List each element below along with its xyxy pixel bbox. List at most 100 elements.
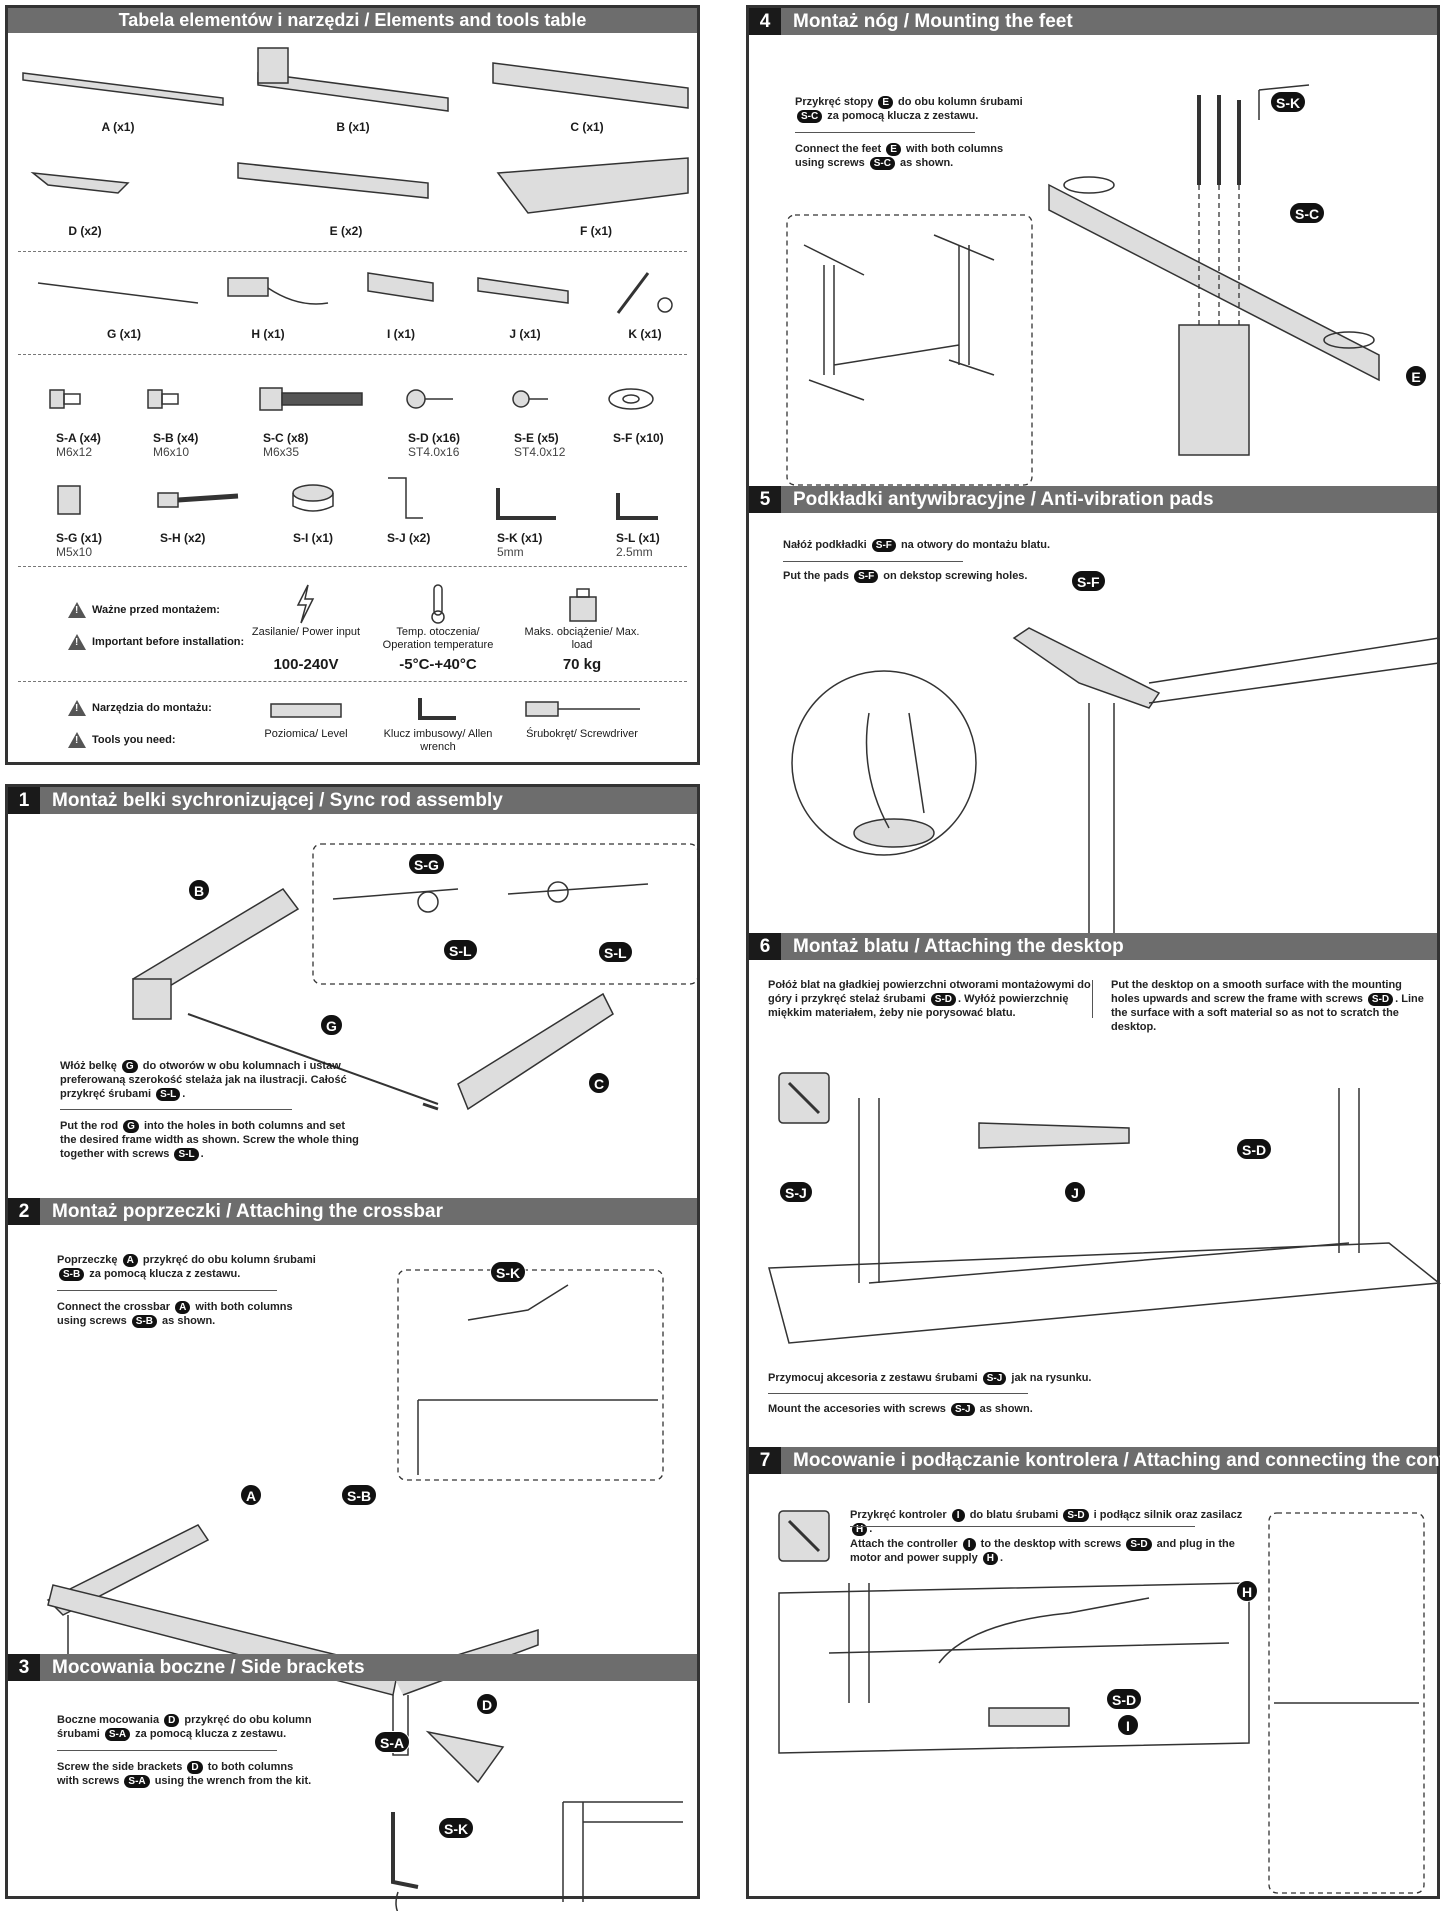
instruction-text: Attach the controller <box>850 1538 961 1550</box>
screw-s-c: S-C (x8)M6x35 <box>263 431 308 459</box>
tools-table-title: Tabela elementów i narzędzi / Elements a… <box>8 8 697 33</box>
screw-s-h: S-H (x2) <box>160 531 205 545</box>
step-title: Montaż poprzeczki / Attaching the crossb… <box>52 1201 443 1222</box>
part-i-label: I (x1) <box>386 327 415 341</box>
screw-label: S-B (x4) <box>153 431 199 445</box>
step-7-text-pl: Przykręć kontroler I do blatu śrubami S-… <box>850 1508 1250 1536</box>
part-badge: S-D <box>1126 1538 1152 1551</box>
callout-s-k: S-K <box>1270 91 1307 113</box>
screw-s-i: S-I (x1) <box>293 531 333 545</box>
screw-s-b: S-B (x4)M6x10 <box>153 431 198 459</box>
callout-b: B <box>188 879 211 901</box>
lightning-icon <box>296 584 315 624</box>
callout-s-d: S-D <box>1236 1138 1273 1160</box>
step-3-text-en: Screw the side brackets D to both column… <box>57 1760 317 1788</box>
instruction-text: as shown. <box>897 157 954 169</box>
part-badge: S-C <box>797 110 823 123</box>
step-4-text-en: Connect the feet E with both columns usi… <box>795 142 1035 170</box>
step-6-text-pl: Połóż blat na gładkiej powierzchni otwor… <box>768 978 1098 1020</box>
divider <box>795 132 975 133</box>
screw-label: S-H (x2) <box>160 531 206 545</box>
instruction-text: za pomocą klucza z zestawu. <box>824 110 979 122</box>
instruction-text: Mount the accesories with screws <box>768 1403 949 1415</box>
step-5-illustration <box>791 627 1440 933</box>
part-badge: S-A <box>104 1728 131 1741</box>
divider <box>57 1750 277 1751</box>
step-number: 4 <box>749 8 781 35</box>
tool-screwdriver-label: Śrubokręt/ Screwdriver <box>526 728 638 740</box>
part-badge: S-L <box>156 1088 181 1101</box>
instruction-text: za pomocą klucza z zestawu. <box>132 1728 287 1740</box>
tools-pl: Narzędzia do montażu: <box>68 700 212 716</box>
instruction-text: przykręć do obu kolumn śrubami <box>57 1714 312 1740</box>
screw-spec: M6x10 <box>153 445 190 459</box>
part-badge: S-B <box>59 1268 85 1281</box>
tool-level-label: Poziomica/ Level <box>264 728 348 740</box>
step-6-text-en-2: Mount the accesories with screws S-J as … <box>768 1402 1148 1416</box>
part-badge: S-J <box>982 1372 1007 1385</box>
step-6-illustration <box>768 1072 1441 1344</box>
screw-label: S-L (x1) <box>616 531 660 545</box>
step-number: 1 <box>8 787 40 814</box>
part-k-label: K (x1) <box>628 327 662 341</box>
screw-s-g: S-G (x1)M5x10 <box>56 531 102 559</box>
screw-spec: 5mm <box>497 545 524 559</box>
instruction-text: using the wrench from the kit. <box>151 1775 312 1787</box>
step-6-text-en: Put the desktop on a smooth surface with… <box>1111 978 1431 1034</box>
spec-temp-value: -5°C-+40°C <box>399 656 477 673</box>
instruction-text: Connect the crossbar <box>57 1301 174 1313</box>
spec-load-value: 70 kg <box>562 656 602 673</box>
part-badge: S-F <box>871 539 896 552</box>
instruction-text: . <box>869 1523 873 1535</box>
instruction-text: . <box>1000 1552 1004 1564</box>
instruction-text: to the desktop with screws <box>977 1538 1125 1550</box>
callout-e: E <box>1405 365 1427 387</box>
spec-power-label: Zasilanie/ Power input <box>251 626 361 638</box>
part-badge: E <box>878 96 893 109</box>
important-en: Important before installation: <box>68 634 244 650</box>
warning-icon <box>68 732 86 748</box>
step-7-text-en: Attach the controller I to the desktop w… <box>850 1537 1250 1565</box>
tools-en: Tools you need: <box>68 732 176 748</box>
screw-spec: ST4.0x16 <box>408 445 460 459</box>
divider <box>783 561 963 562</box>
tools-table-panel: Tabela elementów i narzędzi / Elements a… <box>5 5 700 765</box>
instruction-text: Nałóż podkładki <box>783 539 870 551</box>
part-c-label: C (x1) <box>570 120 604 134</box>
divider <box>60 1109 292 1110</box>
screw-label: S-C (x8) <box>263 431 309 445</box>
instruction-text: . Line the surface with a soft material … <box>1111 993 1424 1033</box>
part-badge: A <box>175 1301 191 1314</box>
part-a-label: A (x1) <box>101 120 135 134</box>
part-badge: E <box>886 143 901 156</box>
part-g-label: G (x1) <box>106 327 141 341</box>
callout-s-k: S-K <box>490 1261 527 1283</box>
screw-s-d: S-D (x16)ST4.0x16 <box>408 431 460 459</box>
parts-illustrations <box>22 47 689 314</box>
part-j-label: J (x1) <box>509 327 541 341</box>
divider <box>768 1393 1028 1394</box>
part-badge: S-B <box>131 1315 157 1328</box>
callout-s-k: S-K <box>438 1817 475 1839</box>
screw-label: S-A (x4) <box>56 431 101 445</box>
step-number: 6 <box>749 933 781 960</box>
divider <box>57 1290 277 1291</box>
step-number: 5 <box>749 486 781 513</box>
screw-label: S-K (x1) <box>497 531 543 545</box>
callout-j: J <box>1064 1181 1086 1203</box>
important-pl-label: Ważne przed montażem: <box>92 604 220 616</box>
allen-wrench-icon <box>418 698 456 720</box>
instruction-text: as shown. <box>976 1403 1033 1415</box>
screw-label: S-I (x1) <box>293 531 334 545</box>
part-badge: G <box>123 1120 139 1133</box>
instruction-text: do obu kolumn śrubami <box>895 96 1023 108</box>
instruction-text: to both columns with screws <box>57 1761 294 1787</box>
screw-spec: M6x12 <box>56 445 93 459</box>
step-title: Montaż nóg / Mounting the feet <box>793 11 1073 32</box>
screw-spec: ST4.0x12 <box>514 445 566 459</box>
